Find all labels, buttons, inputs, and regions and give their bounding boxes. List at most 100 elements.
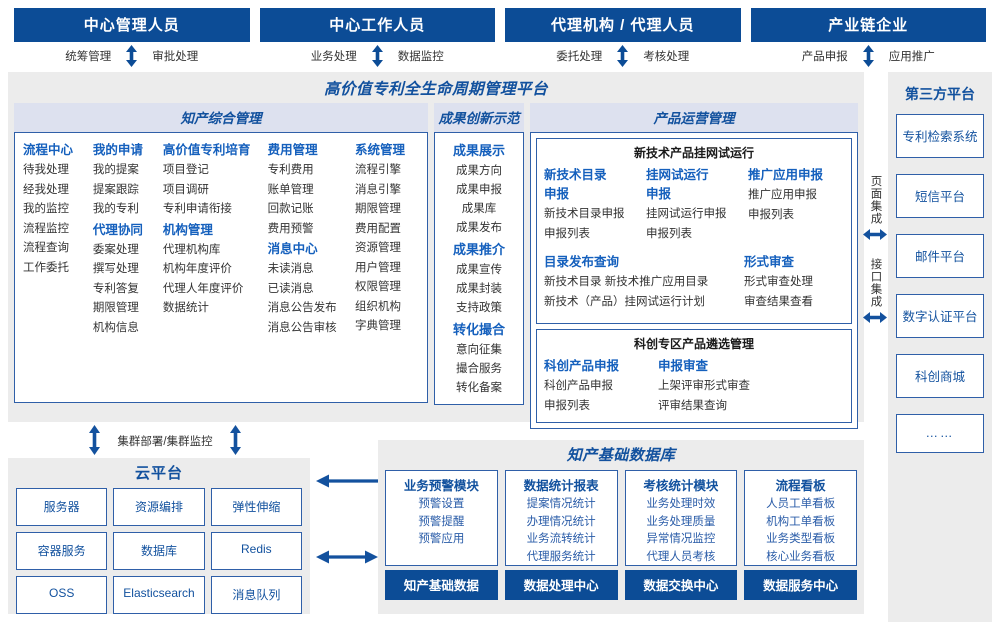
menu-item[interactable]: 申报列表 <box>544 227 590 240</box>
menu-item[interactable]: 专利申请衔接 <box>162 203 232 215</box>
menu-item[interactable]: 流程监控 <box>23 222 69 235</box>
menu-item[interactable]: 成果封装 <box>456 283 502 295</box>
menu-item[interactable]: 委案处理 <box>92 243 139 256</box>
database-card-item[interactable]: 异常情况监控 <box>646 533 716 545</box>
menu-item[interactable]: 成果发布 <box>456 222 502 234</box>
menu-item[interactable]: 待我处理 <box>23 164 69 176</box>
database-card-item[interactable]: 机构工单看板 <box>766 515 836 528</box>
menu-item[interactable]: 挂网试运行申报 <box>646 208 727 220</box>
database-column: 业务预警模块 预警设置 预警提醒 预警应用 知产基础数据 <box>385 470 498 600</box>
database-card-item[interactable]: 业务流转统计 <box>526 533 596 545</box>
database-card-item[interactable]: 预警设置 <box>418 498 465 510</box>
menu-item[interactable]: 我的监控 <box>23 203 69 215</box>
menu-item[interactable]: 数据统计 <box>162 302 209 314</box>
database-card-item[interactable]: 代理服务统计 <box>526 550 596 563</box>
menu-item[interactable]: 代理机构库 <box>162 243 221 256</box>
menu-item[interactable]: 期限管理 <box>92 302 139 314</box>
menu-item[interactable]: 组织机构 <box>355 300 402 313</box>
menu-item[interactable]: 撰写处理 <box>92 263 139 275</box>
cloud-cell[interactable]: 消息队列 <box>210 576 302 614</box>
database-card-item[interactable]: 核心业务看板 <box>766 550 836 563</box>
menu-item[interactable]: 形式审查处理 <box>744 276 813 288</box>
database-card-item[interactable]: 预警提醒 <box>418 515 465 528</box>
menu-item[interactable]: 字典管理 <box>355 320 402 332</box>
database-card-item[interactable]: 预警应用 <box>418 533 465 545</box>
third-party-item-more[interactable]: …… <box>896 414 984 453</box>
cloud-cell[interactable]: Elasticsearch <box>113 576 205 614</box>
menu-item[interactable]: 已读消息 <box>267 282 314 295</box>
cloud-cell[interactable]: 服务器 <box>16 488 108 526</box>
third-party-item[interactable]: 专利检索系统 <box>896 114 984 158</box>
menu-item[interactable]: 经我处理 <box>23 183 69 196</box>
menu-item[interactable]: 回款记账 <box>267 203 314 215</box>
database-card-item[interactable]: 办理情况统计 <box>526 515 596 528</box>
database-card-item[interactable]: 业务处理质量 <box>646 515 716 528</box>
menu-item[interactable]: 上架评审形式审查 <box>658 380 750 392</box>
third-party-item[interactable]: 邮件平台 <box>896 234 984 278</box>
database-title: 知产基础数据库 <box>566 447 676 464</box>
menu-item[interactable]: 提案跟踪 <box>92 183 139 196</box>
menu-item[interactable]: 科创产品申报 <box>544 380 613 392</box>
database-footer[interactable]: 数据交换中心 <box>624 570 738 600</box>
database-footer[interactable]: 知产基础数据 <box>385 570 498 600</box>
database-footer[interactable]: 数据服务中心 <box>744 570 857 600</box>
database-card-item[interactable]: 提案情况统计 <box>526 498 596 510</box>
menu-item[interactable]: 新技术目录 新技术推广应用目录 <box>544 276 709 288</box>
cloud-cell[interactable]: 容器服务 <box>16 532 108 570</box>
menu-item[interactable]: 审查结果查看 <box>744 295 813 308</box>
menu-item[interactable]: 项目登记 <box>162 164 209 176</box>
menu-item[interactable]: 申报列表 <box>646 227 692 240</box>
menu-item[interactable]: 成果宣传 <box>456 264 502 276</box>
database-card-item[interactable]: 业务处理时效 <box>646 498 716 510</box>
menu-item[interactable]: 我的提案 <box>92 164 139 176</box>
menu-item[interactable]: 成果库 <box>461 203 497 215</box>
menu-item[interactable]: 专利答复 <box>92 282 139 295</box>
menu-item[interactable]: 我的专利 <box>92 203 139 215</box>
menu-item[interactable]: 新技术（产品）挂网试运行计划 <box>544 295 705 308</box>
third-party-item[interactable]: 短信平台 <box>896 174 984 218</box>
menu-item[interactable]: 专利费用 <box>267 164 314 176</box>
cloud-cell[interactable]: 数据库 <box>113 532 205 570</box>
menu-item[interactable]: 权限管理 <box>355 281 402 293</box>
menu-item[interactable]: 申报列表 <box>748 208 794 221</box>
third-party-item[interactable]: 科创商城 <box>896 354 984 398</box>
menu-item[interactable]: 评审结果查询 <box>658 399 727 412</box>
double-arrow-horizontal-icon <box>863 228 887 244</box>
cloud-cell[interactable]: 弹性伸缩 <box>210 488 302 526</box>
menu-head: 申报审查 <box>658 359 709 373</box>
menu-item[interactable]: 消息公告发布 <box>267 302 337 314</box>
menu-item[interactable]: 转化备案 <box>456 382 502 394</box>
menu-item[interactable]: 成果方向 <box>456 165 502 177</box>
menu-item[interactable]: 消息公告审核 <box>267 321 337 334</box>
cloud-cell[interactable]: OSS <box>16 576 108 614</box>
menu-item[interactable]: 支持政策 <box>456 302 502 314</box>
menu-item[interactable]: 申报列表 <box>544 399 590 412</box>
menu-item[interactable]: 机构年度评价 <box>162 263 232 275</box>
database-card-item[interactable]: 人员工单看板 <box>766 498 836 510</box>
database-card-item[interactable]: 业务类型看板 <box>766 533 836 545</box>
menu-item[interactable]: 消息引擎 <box>355 183 402 196</box>
menu-item[interactable]: 用户管理 <box>355 261 402 274</box>
cloud-cell[interactable]: 资源编排 <box>113 488 205 526</box>
menu-item[interactable]: 未读消息 <box>267 263 314 275</box>
third-party-item[interactable]: 数字认证平台 <box>896 294 984 338</box>
database-footer[interactable]: 数据处理中心 <box>504 570 618 600</box>
menu-item[interactable]: 流程查询 <box>23 242 69 254</box>
cloud-cell[interactable]: Redis <box>210 532 302 570</box>
menu-item[interactable]: 新技术目录申报 <box>544 208 625 220</box>
menu-item[interactable]: 账单管理 <box>267 183 314 196</box>
menu-item[interactable]: 费用配置 <box>355 222 402 235</box>
menu-item[interactable]: 机构信息 <box>92 321 139 334</box>
menu-item[interactable]: 项目调研 <box>162 183 209 196</box>
menu-item[interactable]: 工作委托 <box>23 261 69 274</box>
menu-item[interactable]: 推广应用申报 <box>748 189 817 201</box>
menu-item[interactable]: 撮合服务 <box>456 363 502 375</box>
menu-item[interactable]: 代理人年度评价 <box>162 282 244 295</box>
menu-item[interactable]: 费用预警 <box>267 222 314 235</box>
menu-item[interactable]: 期限管理 <box>355 203 402 215</box>
menu-item[interactable]: 意向征集 <box>456 344 502 356</box>
menu-item[interactable]: 资源管理 <box>355 242 402 254</box>
menu-item[interactable]: 成果申报 <box>456 184 502 196</box>
menu-item[interactable]: 流程引擎 <box>355 164 402 176</box>
database-card-item[interactable]: 代理人员考核 <box>646 550 716 563</box>
